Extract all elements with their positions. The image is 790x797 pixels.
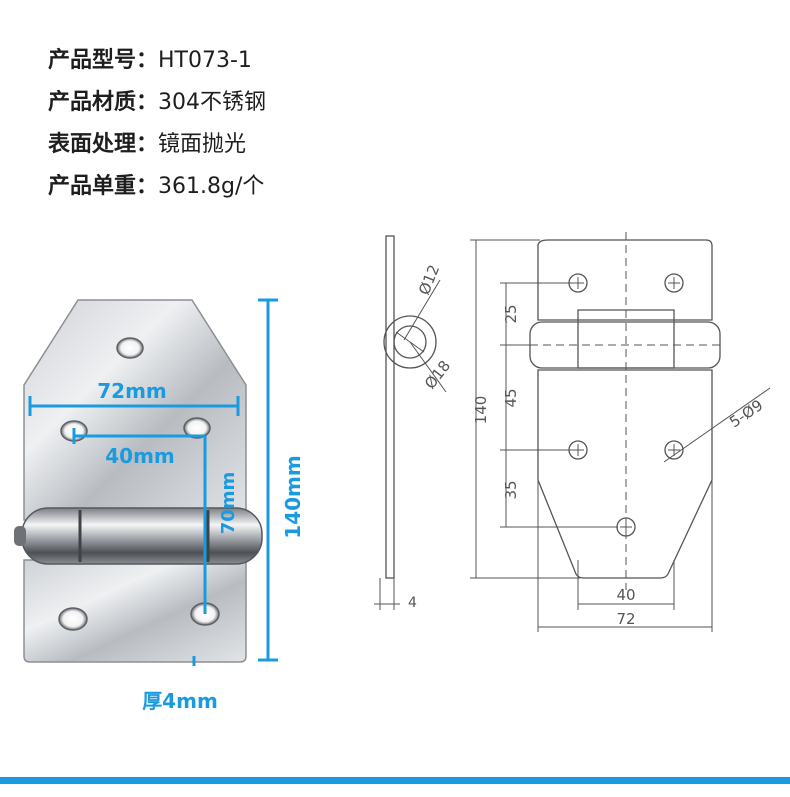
drawing-label-pin-inner: Ø12 [415, 262, 443, 297]
spec-weight-key: 产品单重： [48, 174, 159, 199]
drawing-label-140: 140 [472, 396, 490, 425]
photo-label-width: 72mm [97, 379, 167, 403]
spec-list: 产品型号：HT073-1 产品材质：304不锈钢 表面处理：镜面抛光 产品单重：… [48, 40, 266, 208]
spec-material-value: 304不锈钢 [158, 90, 267, 115]
spec-model-value: HT073-1 [158, 48, 252, 73]
hinge-upper-leaf [23, 299, 247, 521]
bottom-accent-bar [0, 777, 790, 784]
spec-weight-value: 361.8g/个 [158, 174, 265, 199]
drawing-front-view [470, 232, 771, 632]
drawing-label-35: 35 [502, 480, 520, 499]
spec-weight: 产品单重：361.8g/个 [48, 166, 266, 208]
hinge-lower-leaf [23, 559, 247, 663]
photo-label-thickness: 厚4mm [142, 689, 218, 713]
drawing-label-thickness: 4 [408, 595, 417, 611]
hinge-hole-top [116, 337, 144, 359]
photo-label-height-upper: 70mm [218, 472, 239, 535]
spec-finish: 表面处理：镜面抛光 [48, 124, 266, 166]
spec-finish-value: 镜面抛光 [158, 132, 247, 157]
photo-label-height-total: 140mm [281, 455, 305, 538]
hinge-hole-mid-right [183, 417, 211, 439]
drawing-label-25: 25 [502, 304, 520, 323]
drawing-label-holes: 5-Ø9 [726, 396, 766, 431]
spec-finish-key: 表面处理： [48, 132, 159, 157]
spec-material: 产品材质：304不锈钢 [48, 82, 266, 124]
drawing-label-72: 72 [616, 610, 635, 628]
photo-label-hole-spacing: 40mm [105, 444, 175, 468]
spec-model-key: 产品型号： [48, 48, 159, 73]
spec-model: 产品型号：HT073-1 [48, 40, 266, 82]
photo-dimensions [28, 298, 278, 666]
hinge-photo [14, 299, 263, 663]
spec-material-key: 产品材质： [48, 90, 159, 115]
drawing-side-view [374, 235, 447, 610]
drawing-label-45: 45 [502, 388, 520, 407]
hinge-hole-bottom-left [58, 607, 88, 631]
drawing-label-40: 40 [616, 586, 635, 604]
